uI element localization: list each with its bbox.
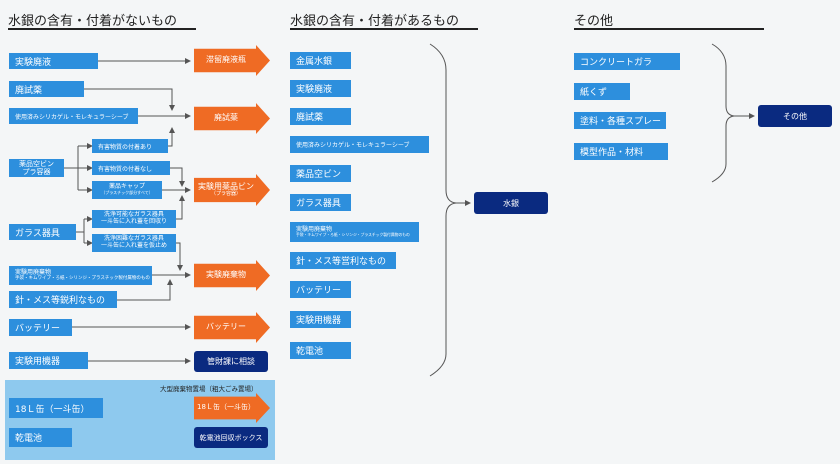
header-underline xyxy=(290,28,478,30)
out-tamari-haieki: 滞留廃液瓶 xyxy=(194,45,270,76)
item-senjo-konnan-line1: 洗浄困難なガラス器具 xyxy=(104,235,164,243)
item-senjo-kano-line2: 一斗缶に入れ蓋を回収り xyxy=(100,218,167,225)
out-bin-line2: （プラ容器） xyxy=(210,190,241,197)
item-senjo-kano: 洗浄可能なガラス器具 一斗缶に入れ蓋を回収り xyxy=(92,210,176,228)
item-kandenchi: 乾電池 xyxy=(9,428,72,447)
item-hari: 針・メス等鋭利なもの xyxy=(9,291,117,308)
panel-title: 大型廃棄物置場（粗大ごみ置場） xyxy=(160,385,258,393)
item-yakuhin-bin-line2: プラ容器 xyxy=(22,168,51,176)
header-no-mercury: 水銀の含有・付着がないもの xyxy=(8,14,178,29)
mid-item: 薬品空ビン xyxy=(290,165,351,182)
header-other: その他 xyxy=(574,14,614,29)
out-battery: バッテリー xyxy=(194,312,270,343)
item-battery: バッテリー xyxy=(9,319,72,336)
out-other: その他 xyxy=(758,105,832,127)
mid-item: バッテリー xyxy=(290,281,351,298)
out-kandenchi-box: 乾電池回収ボックス xyxy=(194,427,268,448)
mid-haikibutsu-line1: 実験用廃棄物 xyxy=(296,226,333,234)
item-yugai-nashi: 有害物質の付着なし xyxy=(92,161,170,175)
item-cap-line2: （プラスチック部分すべて） xyxy=(101,190,153,196)
item-cap-line1: 薬品キャップ xyxy=(108,183,145,191)
mid-item-haikibutsu: 実験用廃棄物 手袋・キムワイプ・ろ紙・シリンジ・プラスチック製付属物のもの xyxy=(290,222,419,242)
header-underline xyxy=(574,28,764,30)
mid-item: 使用済みシリカゲル・モレキュラーシーブ xyxy=(290,136,429,153)
out-bin-line1: 実験用薬品ビン xyxy=(198,181,254,191)
mid-item: 実験廃液 xyxy=(290,80,351,97)
item-haikibutsu-line2: 手袋・キムワイプ・ろ紙・シリンジ・プラスチック製付属物のもの xyxy=(15,276,150,282)
mid-item: 廃試薬 xyxy=(290,108,351,125)
item-jikken-haieki: 実験廃液 xyxy=(9,53,98,69)
out-mercury: 水銀 xyxy=(474,192,548,214)
item-yakuhin-bin: 薬品空ビン プラ容器 xyxy=(9,159,64,177)
mid-item: 実験用機器 xyxy=(290,311,351,328)
item-itto: 18Ｌ缶（一斗缶） xyxy=(9,398,103,418)
header-with-mercury: 水銀の含有・付着があるもの xyxy=(290,14,460,29)
item-haishiyaku: 廃試薬 xyxy=(9,81,84,97)
right-item: 紙くず xyxy=(574,83,630,100)
right-item: 塗料・各種スプレー xyxy=(574,112,666,129)
item-yugai-ari: 有害物質の付着あり xyxy=(92,139,168,153)
out-haishiyaku: 廃試薬 xyxy=(194,103,270,134)
item-yakuhin-bin-line1: 薬品空ビン xyxy=(19,159,54,168)
item-senjo-konnan: 洗浄困難なガラス器具 一斗缶に入れ蓋を仮止め xyxy=(92,234,176,252)
item-haikibutsu-line1: 実験用廃棄物 xyxy=(15,269,52,277)
mid-item: 金属水銀 xyxy=(290,52,351,69)
mid-item: ガラス器具 xyxy=(290,194,351,211)
mid-item: 針・メス等営利なもの xyxy=(290,252,396,269)
item-yakuhin-cap: 薬品キャップ （プラスチック部分すべて） xyxy=(92,181,162,199)
header-underline xyxy=(8,28,196,30)
right-item: 模型作品・材料 xyxy=(574,143,668,160)
item-silica: 使用済みシリカゲル・モレキュラーシーブ xyxy=(9,108,138,124)
out-itto: 18Ｌ缶（一斗缶） xyxy=(194,393,270,423)
mid-item: 乾電池 xyxy=(290,342,351,359)
item-glass: ガラス器具 xyxy=(9,224,76,240)
mid-haikibutsu-line2: 手袋・キムワイプ・ろ紙・シリンジ・プラスチック製付属物のもの xyxy=(296,232,410,238)
out-haikibutsu: 実験廃棄物 xyxy=(194,260,270,291)
item-senjo-konnan-line2: 一斗缶に入れ蓋を仮止め xyxy=(100,242,167,249)
item-jikken-haikibutsu: 実験用廃棄物 手袋・キムワイプ・ろ紙・シリンジ・プラスチック製付属物のもの xyxy=(9,266,152,285)
item-senjo-kano-line1: 洗浄可能なガラス器具 xyxy=(104,211,164,219)
out-yakuhin-bin: 実験用薬品ビン （プラ容器） xyxy=(194,174,270,206)
right-item: コンクリートガラ xyxy=(574,53,680,70)
item-kiki: 実験用機器 xyxy=(9,352,88,369)
out-kanzai-consult: 管財課に相談 xyxy=(194,351,268,372)
